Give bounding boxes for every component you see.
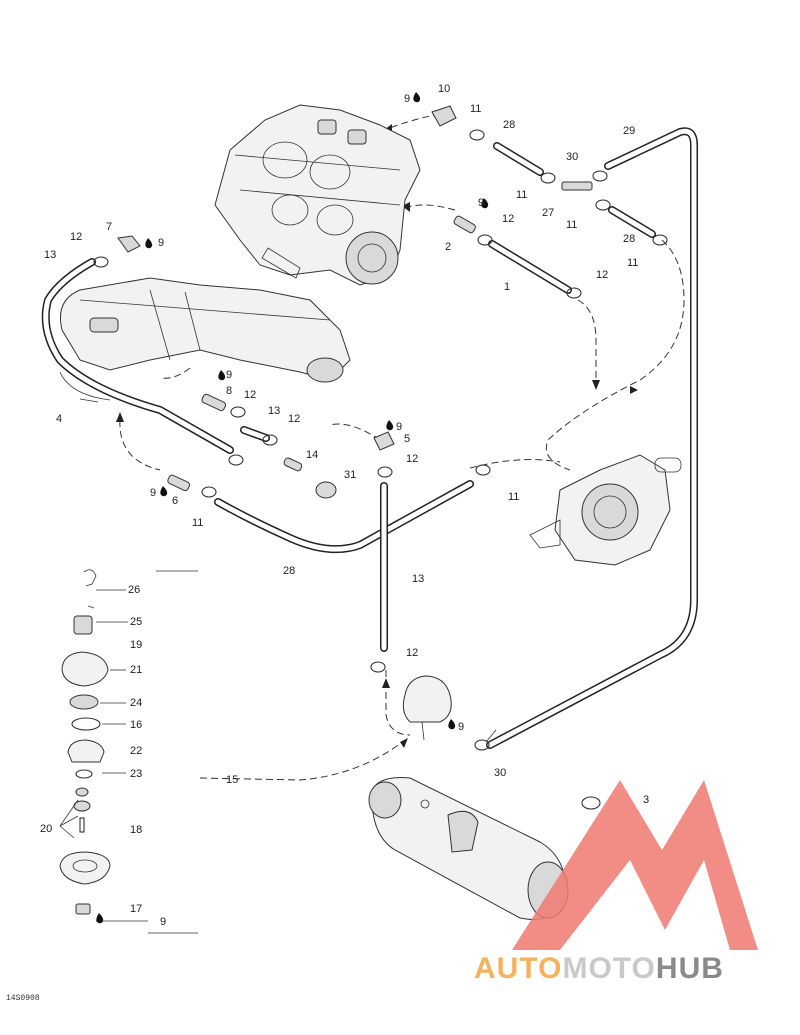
callout-16: 16	[130, 719, 142, 731]
callout-11: 11	[627, 257, 638, 269]
callout-23: 23	[130, 768, 142, 780]
callout-10: 10	[438, 83, 450, 95]
callout-9: 9	[478, 197, 484, 209]
callout-9: 9	[226, 369, 232, 381]
callout-17: 17	[130, 903, 142, 915]
muffler	[368, 777, 569, 920]
callout-24: 24	[130, 697, 142, 709]
hose-28-upper	[493, 142, 656, 238]
jet-pump	[59, 277, 351, 401]
callout-11: 11	[516, 189, 527, 201]
callout-7: 7	[106, 221, 112, 233]
drop-symbols	[96, 92, 489, 924]
callout-12: 12	[288, 413, 300, 425]
callout-13: 13	[44, 249, 56, 261]
callout-19: 19	[130, 639, 142, 651]
callout-2: 2	[445, 241, 451, 253]
callout-13: 13	[268, 405, 280, 417]
callout-9: 9	[458, 721, 464, 733]
hose-28-lower	[214, 480, 474, 554]
callout-31: 31	[344, 469, 356, 481]
callout-27: 27	[542, 207, 554, 219]
callout-30: 30	[494, 767, 506, 779]
callout-13: 13	[412, 573, 424, 585]
callout-9: 9	[160, 916, 166, 928]
fittings	[117, 105, 593, 499]
callout-9: 9	[158, 237, 164, 249]
callout-25: 25	[130, 616, 142, 628]
callout-12: 12	[502, 213, 514, 225]
callout-30: 30	[566, 151, 578, 163]
callout-11: 11	[192, 517, 203, 529]
callout-29: 29	[623, 125, 635, 137]
watermark-text: AUTOMOTOHUB	[474, 952, 724, 985]
engine-block	[214, 104, 421, 286]
callout-8: 8	[226, 385, 232, 397]
callout-14: 14	[306, 449, 318, 461]
callout-28: 28	[503, 119, 515, 131]
callout-18: 18	[130, 824, 142, 836]
callout-6: 6	[172, 495, 178, 507]
callout-15: 15	[226, 774, 238, 786]
callout-12: 12	[244, 389, 256, 401]
drawing-code: 14S0908	[6, 994, 40, 1003]
leader-lines	[59, 398, 497, 934]
hose-29	[486, 127, 698, 749]
callout-5: 5	[404, 433, 410, 445]
callout-9: 9	[404, 93, 410, 105]
callout-9: 9	[396, 421, 402, 433]
callout-11: 11	[508, 491, 519, 503]
callout-12: 12	[70, 231, 82, 243]
callout-labels: 10 9 11 28 29 30 11 27 11 28 11 9 12 2 1…	[40, 83, 649, 928]
callout-12: 12	[596, 269, 608, 281]
callout-12: 12	[406, 453, 418, 465]
callout-28: 28	[623, 233, 635, 245]
reservoir	[402, 675, 452, 741]
callout-1: 1	[504, 281, 510, 293]
exploded-valve-stack	[59, 569, 111, 915]
flow-arrowheads	[116, 124, 638, 748]
hose-1	[488, 240, 572, 294]
callout-21: 21	[130, 664, 142, 676]
callout-4: 4	[56, 413, 62, 425]
clamps	[93, 129, 668, 810]
callout-11: 11	[566, 219, 577, 231]
callout-9: 9	[150, 487, 156, 499]
callout-12: 12	[406, 647, 418, 659]
watermark-logo	[512, 780, 758, 950]
callout-3: 3	[643, 794, 649, 806]
callout-26: 26	[128, 584, 140, 596]
callout-20: 20	[40, 823, 52, 835]
callout-28: 28	[283, 565, 295, 577]
callout-11: 11	[470, 103, 481, 115]
hose-13-left	[41, 258, 234, 454]
exhaust-flange	[529, 454, 682, 566]
callout-22: 22	[130, 745, 142, 757]
hose-13-short	[240, 426, 270, 442]
